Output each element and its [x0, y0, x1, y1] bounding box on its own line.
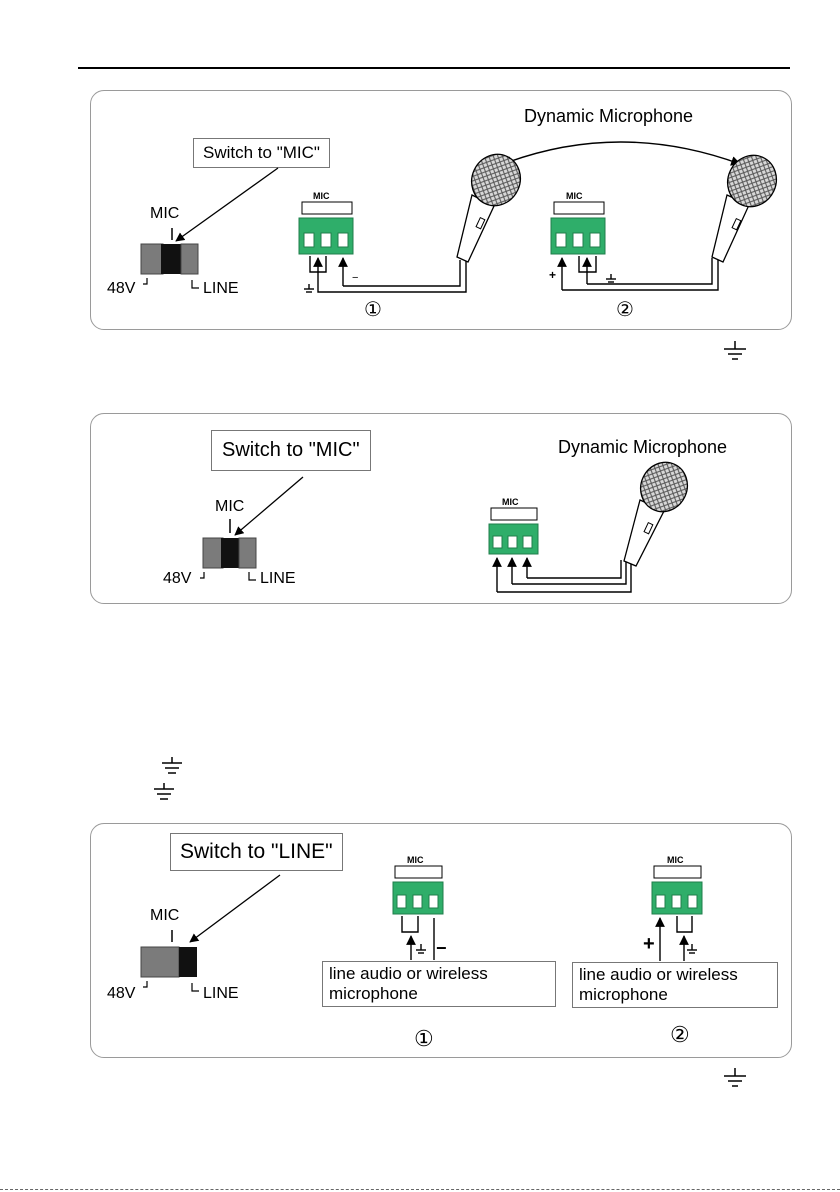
diagram-2-pin-plus: + — [494, 509, 500, 520]
diagram-3-pin-plus-1: + — [398, 867, 404, 878]
diagram-3-wire-minus: − — [436, 938, 447, 959]
source-label-2-text: line audio or wireless microphone — [579, 965, 738, 1004]
diagram-2-dynamic-mic-label: Dynamic Microphone — [558, 437, 727, 458]
diagram-1-pin-ground-1: ⏚ — [319, 202, 329, 217]
diagram-2-line-label: LINE — [260, 570, 296, 588]
header-rule — [78, 67, 790, 69]
diagram-1-line-label: LINE — [203, 280, 239, 298]
diagram-1-dynamic-mic-label: Dynamic Microphone — [524, 106, 693, 127]
diagram-3-circle-2: ② — [670, 1022, 690, 1048]
diagram-1-mic-label: MIC — [150, 205, 179, 223]
diagram-2-pin-minus: − — [523, 508, 529, 519]
diagram-1-pin-minus-2: − — [591, 202, 597, 213]
source-label-1-text: line audio or wireless microphone — [329, 964, 488, 1003]
diagram-3-terminal-1-header: MIC — [407, 855, 424, 865]
diagram-1-terminal-2-header: MIC — [566, 191, 583, 201]
diagram-1-48v-label: 48V — [107, 280, 135, 298]
diagram-3-line-label: LINE — [203, 985, 239, 1003]
diagram-3-switch-callout: Switch to "LINE" — [170, 833, 343, 871]
diagram-3-source-label-2: line audio or wireless microphone — [572, 962, 778, 1008]
diagram-3-circle-1: ① — [414, 1026, 434, 1052]
diagram-1-pin-plus-2: + — [557, 203, 563, 214]
diagram-3-pin-ground-2: ⏚ — [670, 866, 680, 881]
diagram-3-pin-minus-2: − — [687, 866, 693, 877]
diagram-3-terminal-2-header: MIC — [667, 855, 684, 865]
diagram-2-mic-label: MIC — [215, 498, 244, 516]
diagram-2-48v-label: 48V — [163, 570, 191, 588]
diagram-3-pin-ground-1: ⏚ — [411, 866, 421, 881]
page-footer-rule — [0, 1189, 840, 1190]
diagram-3-pin-plus-2: + — [657, 867, 663, 878]
diagram-3-source-label-1: line audio or wireless microphone — [322, 961, 556, 1007]
diagram-1-circle-1: ① — [364, 297, 382, 322]
diagram-1-wire-minus: − — [352, 272, 358, 284]
diagram-2-pin-ground: ⏚ — [507, 508, 517, 523]
diagram-3-mic-label: MIC — [150, 907, 179, 925]
diagram-1-pin-minus-1: − — [339, 202, 345, 213]
diagram-1-circle-2: ② — [616, 297, 634, 322]
diagram-2-terminal-header: MIC — [502, 497, 519, 507]
diagram-1-terminal-1-header: MIC — [313, 191, 330, 201]
diagram-1-wire-plus: + — [549, 268, 556, 282]
diagram-3-48v-label: 48V — [107, 985, 135, 1003]
diagram-1-pin-ground-2: ⏚ — [571, 202, 581, 217]
diagram-3-pin-minus-1: − — [428, 866, 434, 877]
diagram-2-switch-callout: Switch to "MIC" — [211, 430, 371, 471]
diagram-3-wire-plus: + — [643, 933, 655, 956]
diagram-1-pin-plus-1: + — [305, 203, 311, 214]
diagram-1-switch-callout: Switch to "MIC" — [193, 138, 330, 168]
